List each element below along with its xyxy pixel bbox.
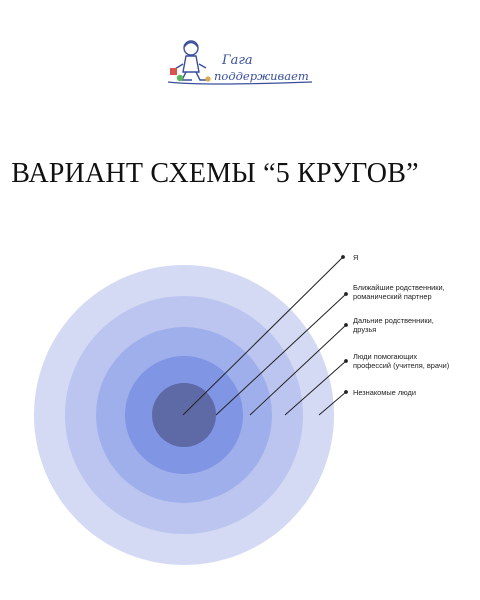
leader-dot-self [341, 255, 345, 259]
leader-line-self [182, 256, 344, 416]
page-title: ВАРИАНТ СХЕМЫ “5 КРУГОВ” [11, 158, 419, 189]
leader-line-distant-relatives [249, 324, 347, 416]
toy-ball-icon [176, 74, 184, 82]
label-self: Я [353, 253, 359, 262]
svg-text:поддерживает: поддерживает [214, 69, 309, 83]
leader-line-strangers [318, 391, 347, 416]
leader-dot-strangers [344, 390, 348, 394]
label-strangers: Незнакомые люди [353, 388, 416, 397]
leader-dot-distant-relatives [344, 323, 348, 327]
leader-line-close-relatives [215, 293, 347, 416]
label-helping-professions: Люди помогающих профессий (учителя, врач… [353, 352, 450, 370]
leader-line-helping-professions [284, 360, 347, 416]
label-close-relatives: Ближайшие родственники, романический пар… [353, 283, 445, 301]
logo-illustration: Гага поддерживает [167, 40, 313, 85]
logo: Гага поддерживает [162, 38, 322, 88]
label-distant-relatives: Дальние родственники, друзья [353, 316, 434, 334]
toy-block-icon [170, 68, 177, 75]
circle-self [152, 383, 216, 447]
leader-dot-close-relatives [344, 292, 348, 296]
svg-text:Гага: Гага [221, 53, 253, 68]
leader-dot-helping-professions [344, 359, 348, 363]
